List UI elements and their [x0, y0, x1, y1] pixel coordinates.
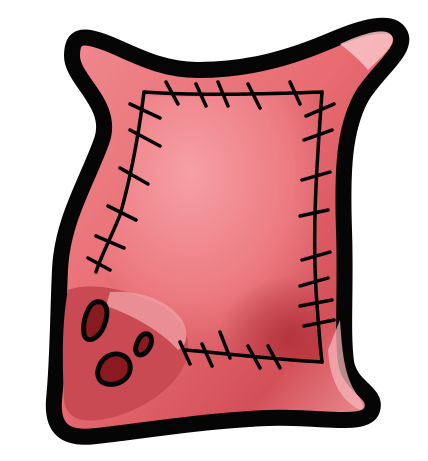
hole-1 — [81, 299, 110, 343]
stitch-line-left — [94, 90, 146, 274]
hole-3 — [95, 351, 133, 387]
holes — [81, 299, 154, 387]
cross-stitches — [86, 80, 336, 370]
corner-highlight — [340, 31, 393, 70]
hole-2 — [133, 331, 154, 358]
inner-shadow — [192, 246, 322, 362]
right-edge-highlight — [328, 320, 363, 410]
worn-area-light — [106, 291, 187, 350]
stitch-line-top — [142, 90, 324, 97]
